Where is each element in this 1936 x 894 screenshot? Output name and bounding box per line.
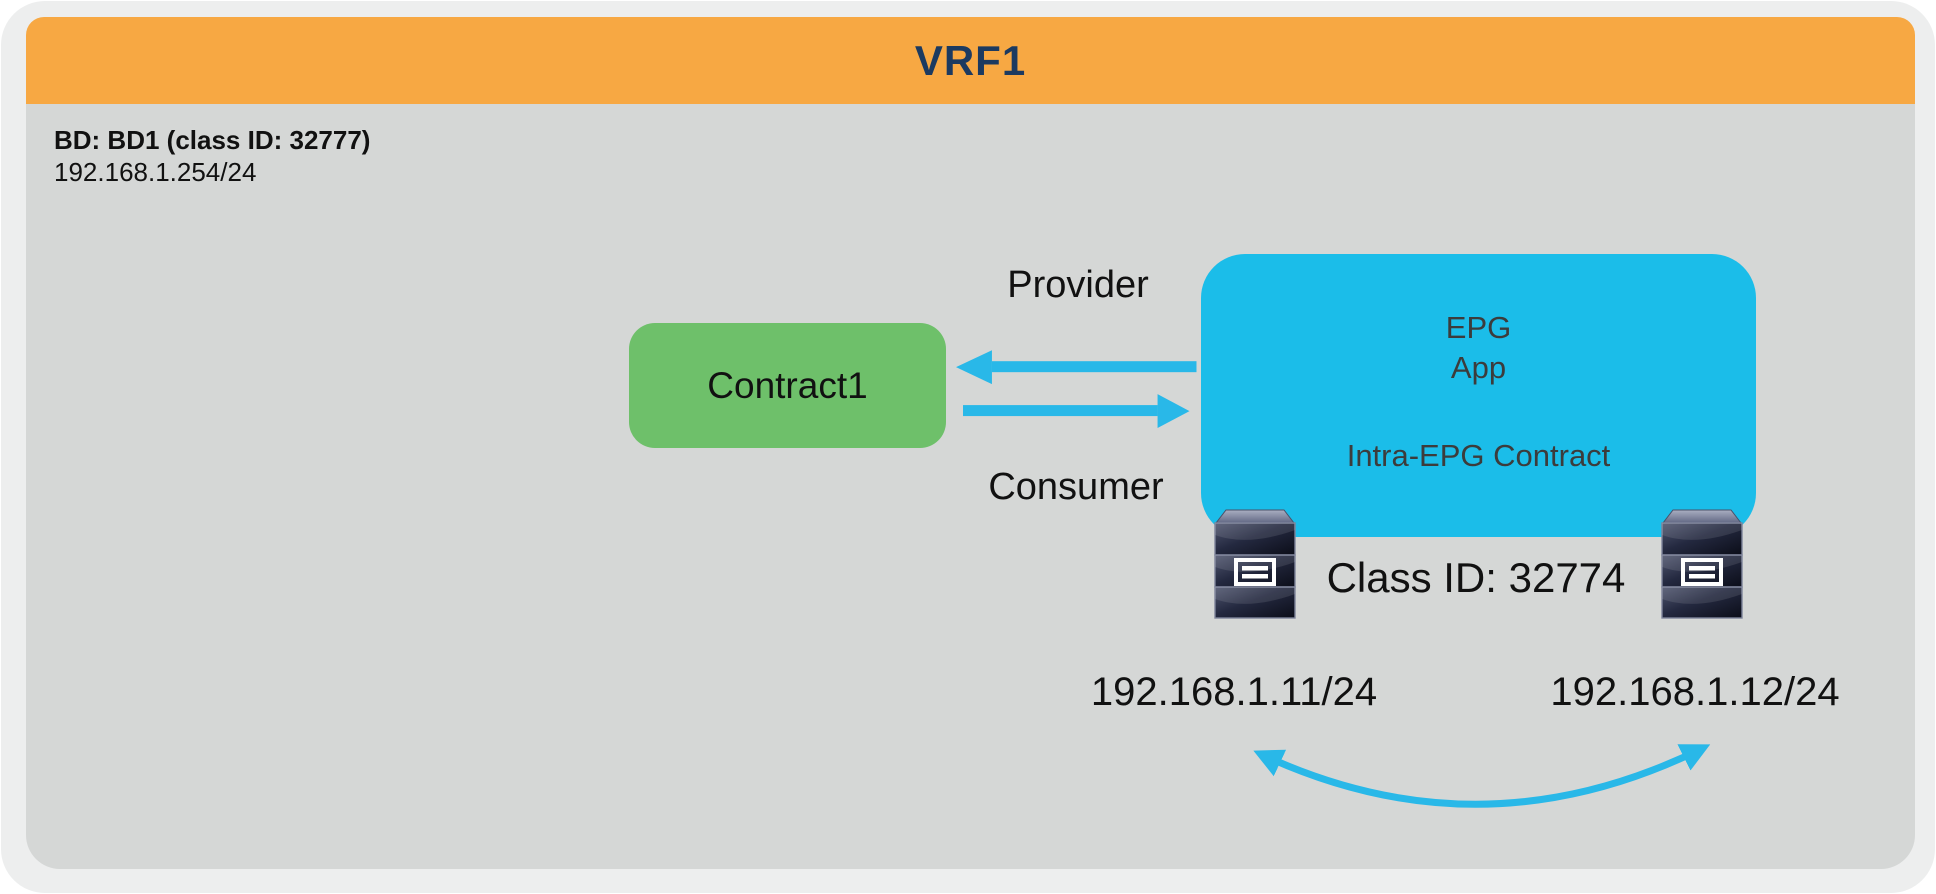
bd-label: BD: BD1 (class ID: 32777) [54,125,371,155]
epg-box: EPG App Intra-EPG Contract [1201,254,1756,537]
server-icon-graphic [1214,509,1296,619]
epg-name-line1: EPG [1445,310,1512,345]
vrf-header: VRF1 [26,17,1915,104]
epg-name-line2: App [1450,350,1507,385]
consumer-label: Consumer [988,466,1164,508]
bd-container: BD: BD1 (class ID: 32777) 192.168.1.254/… [26,104,1915,869]
bd-info: BD: BD1 (class ID: 32777) 192.168.1.254/… [54,124,370,188]
server-icon [1214,509,1296,619]
provider-label: Provider [1007,264,1149,306]
epg-class-id: Class ID: 32774 [1326,554,1626,601]
endpoint-ip-1: 192.168.1.11/24 [1090,670,1378,714]
bd-subnet: 192.168.1.254/24 [54,157,257,187]
contract-box: Contract1 [629,323,946,448]
server-icon [1661,509,1743,619]
vrf-title: VRF1 [914,36,1027,84]
contract-label: Contract1 [707,364,868,406]
intra-epg-contract-label: Intra-EPG Contract [1346,438,1611,473]
endpoint-ip-2: 192.168.1.12/24 [1550,670,1840,714]
server-icon-graphic [1661,509,1743,619]
